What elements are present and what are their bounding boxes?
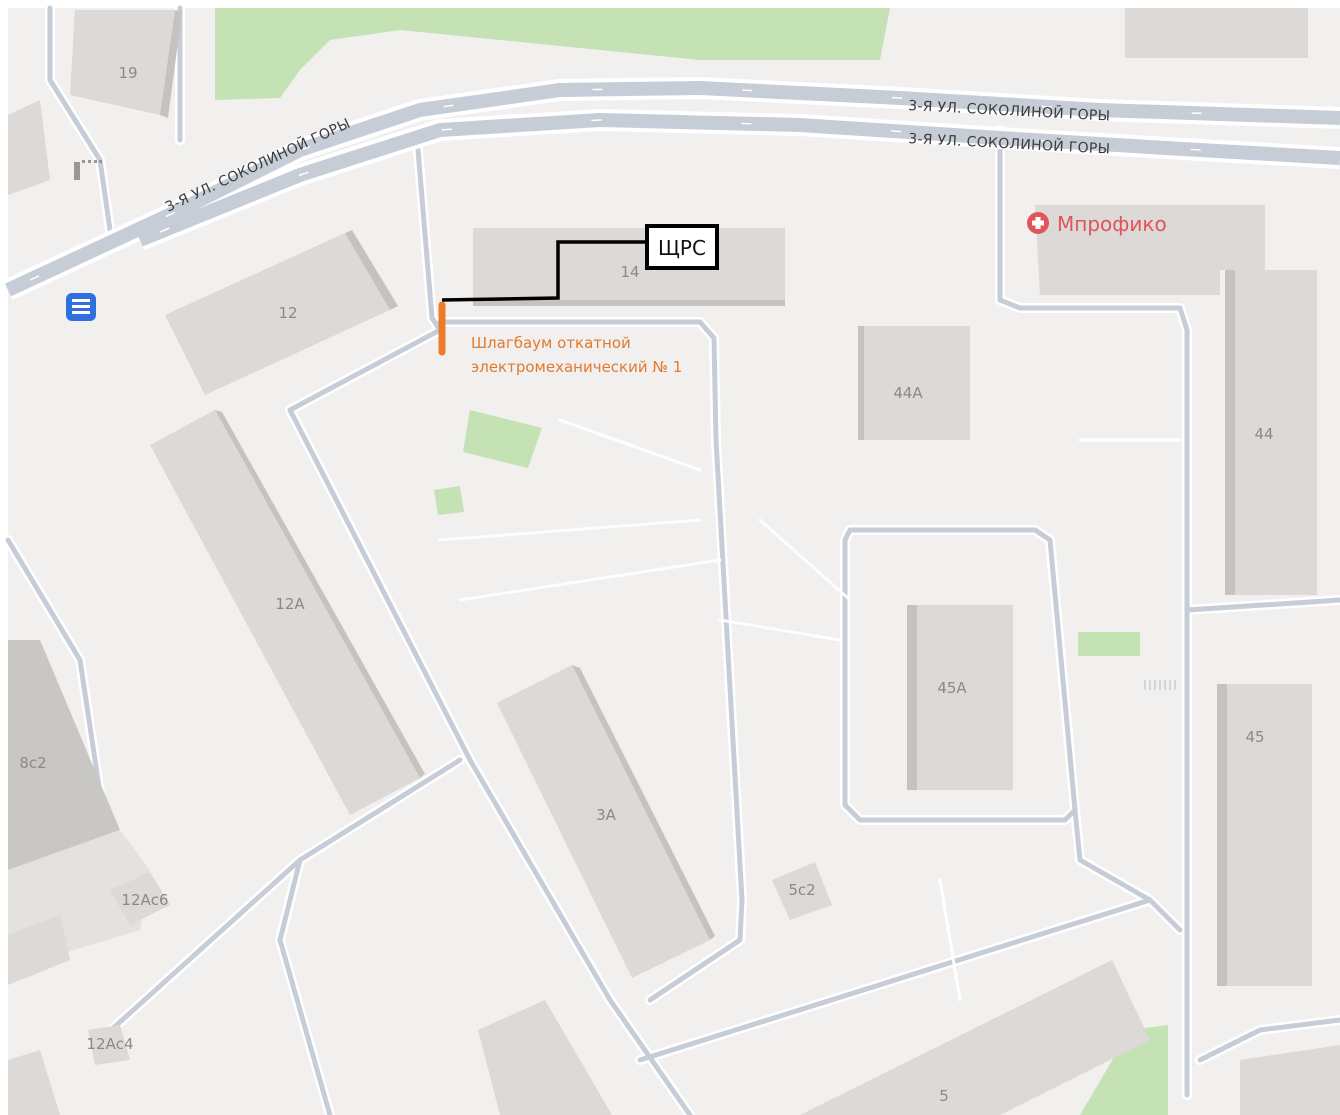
building-12a — [150, 410, 420, 815]
building-top-right — [1125, 8, 1308, 58]
building-label: 8с2 — [19, 754, 46, 772]
shchrs-label: ЩРС — [658, 236, 706, 260]
building-label: 45А — [937, 679, 967, 697]
barrier-marker[interactable]: Шлагбаум откатной электромеханический № … — [438, 301, 682, 376]
crosswalk — [1144, 680, 1176, 690]
building-12ac4 — [88, 1025, 130, 1065]
park-small-1 — [463, 410, 542, 468]
main-avenue — [3, 76, 1340, 300]
medical-cross-icon — [1027, 212, 1049, 234]
building-left-top — [8, 100, 50, 195]
building-label: 44А — [893, 384, 923, 402]
building-45a — [907, 605, 1013, 790]
building-3a — [497, 665, 710, 978]
building-12 — [165, 233, 390, 395]
shchrs-box[interactable]: ЩРС — [645, 224, 719, 270]
minor-roads — [3, 3, 1340, 1115]
building-label: 5с2 — [788, 881, 815, 899]
monument-icon — [74, 160, 102, 180]
building-label: 45 — [1245, 728, 1264, 746]
building-left-lower — [8, 915, 70, 985]
building-label: 3А — [596, 806, 617, 824]
park-north — [215, 8, 890, 100]
building-label: 5 — [939, 1087, 949, 1105]
barrier-label-line1: Шлагбаум откатной — [471, 334, 631, 352]
building-8c2 — [8, 640, 120, 870]
park-small-2 — [434, 486, 464, 515]
buildings — [8, 8, 1340, 1115]
building-labels: 19 12 14 12А 44А 44 45А 45 8с2 3А 5с2 12… — [19, 64, 1273, 1105]
building-label: 19 — [118, 64, 137, 82]
cable-route — [441, 240, 648, 302]
building-label: 12Ас6 — [121, 891, 168, 909]
map-left-edge — [0, 0, 8, 1115]
building-19 — [70, 10, 175, 115]
building-label: 44 — [1254, 425, 1273, 443]
building-label: 12Ас4 — [86, 1035, 133, 1053]
building-bottom-left — [8, 1050, 60, 1115]
building-44a — [858, 326, 970, 440]
park-southeast — [1080, 1025, 1168, 1115]
building-44 — [1225, 270, 1317, 595]
poi-label: Мпрофико — [1057, 212, 1167, 236]
building-12ac6 — [110, 872, 170, 925]
building-label: 12А — [275, 595, 305, 613]
building-5 — [800, 960, 1150, 1115]
building-5c2 — [772, 862, 832, 920]
barrier-label-line2: электромеханический № 1 — [471, 358, 682, 376]
metro-entrance-icon[interactable] — [66, 293, 96, 321]
map-top-edge — [0, 0, 1340, 8]
building-label: 12 — [278, 304, 297, 322]
building-bottom-mid — [478, 1000, 612, 1115]
parks — [215, 8, 1168, 1115]
building-mprofiko — [1035, 205, 1265, 295]
poi-mprofiko[interactable]: Мпрофико — [1027, 212, 1167, 236]
building-bottom-right — [1240, 1045, 1340, 1115]
park-small-3 — [1078, 632, 1140, 656]
building-45 — [1217, 684, 1312, 986]
building-label: 14 — [620, 263, 639, 281]
